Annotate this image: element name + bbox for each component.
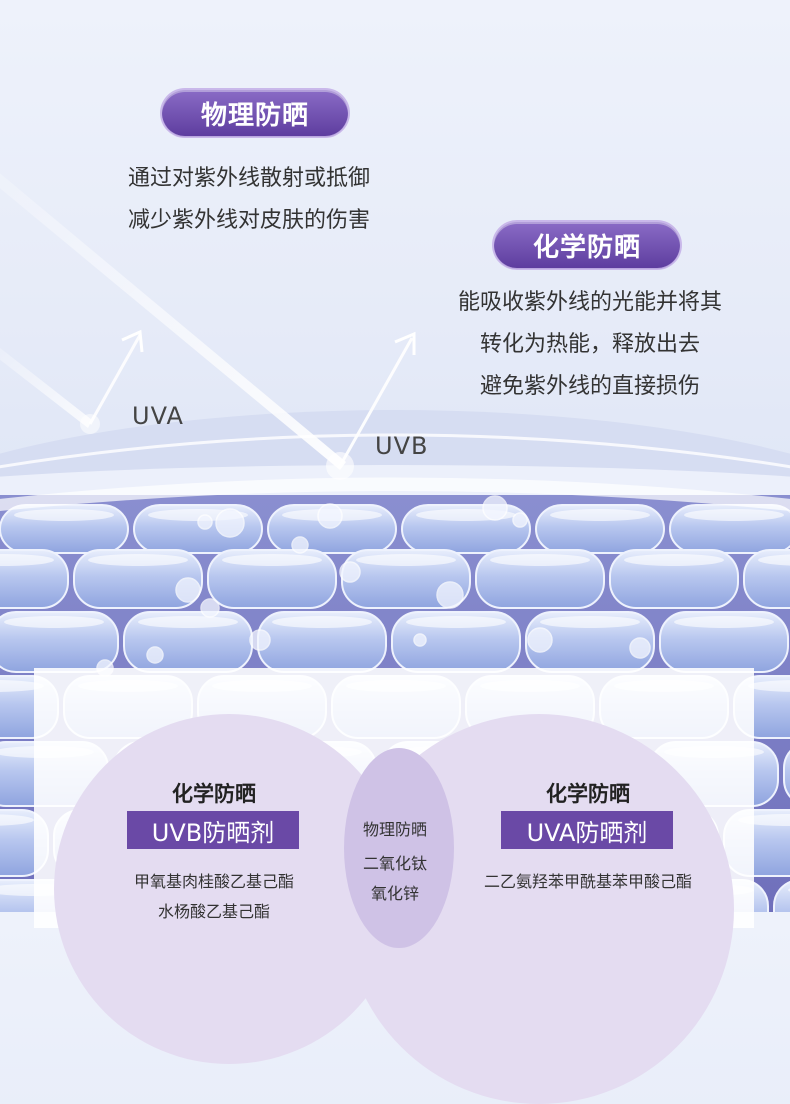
cell-highlight	[272, 616, 372, 628]
left-item-2: 水杨酸乙基己酯	[157, 902, 270, 921]
bubble	[482, 495, 508, 521]
cell-highlight	[88, 554, 188, 566]
bubble	[200, 598, 220, 618]
bubble	[197, 514, 213, 530]
cell-highlight	[0, 554, 54, 566]
venn-panel: 化学防晒 UVB防晒剂 甲氧基肉桂酸乙基己酯 水杨酸乙基己酯 物理防晒 二氧化钛…	[34, 668, 754, 1104]
chemical-description: 能吸收紫外线的光能并将其 转化为热能，释放出去 避免紫外线的直接损伤	[440, 282, 740, 408]
venn-overlap	[344, 748, 454, 948]
bubble	[146, 646, 164, 664]
bubble	[317, 503, 343, 529]
cell-highlight	[674, 616, 774, 628]
cell-highlight	[490, 554, 590, 566]
physical-line-2: 减少紫外线对皮肤的伤害	[128, 208, 371, 233]
chemical-line-3: 避免紫外线的直接损伤	[479, 374, 700, 399]
chemical-pill-label: 化学防晒	[532, 232, 641, 263]
bubble	[249, 629, 271, 651]
physical-line-1: 通过对紫外线散射或抵御	[128, 166, 371, 191]
cell-highlight	[4, 616, 104, 628]
bubble	[436, 581, 464, 609]
left-item-1: 甲氧基肉桂酸乙基己酯	[133, 872, 294, 891]
bubble	[175, 577, 201, 603]
cell-highlight	[356, 554, 456, 566]
bubble	[215, 508, 245, 538]
right-item-1: 二乙氨羟苯甲酰基苯甲酸己酯	[483, 872, 692, 891]
physical-description: 通过对紫外线散射或抵御 减少紫外线对皮肤的伤害	[128, 158, 370, 242]
cell-highlight	[138, 616, 238, 628]
cell-highlight	[0, 680, 44, 692]
chemical-sunscreen-pill: 化学防晒	[494, 222, 680, 268]
middle-item-2: 二氧化钛	[362, 854, 427, 873]
physical-sunscreen-pill: 物理防晒	[162, 90, 348, 136]
light-rays	[0, 173, 416, 480]
right-badge: UVA防晒剂	[501, 811, 673, 849]
cell-highlight	[624, 554, 724, 566]
cell-highlight	[748, 680, 790, 692]
cell-highlight	[0, 814, 34, 826]
right-title: 化学防晒	[546, 782, 630, 806]
chemical-line-1: 能吸收紫外线的光能并将其	[457, 290, 722, 315]
cell-highlight	[550, 509, 650, 521]
bubble	[512, 512, 528, 528]
left-title: 化学防晒	[172, 782, 256, 806]
bubble	[629, 637, 651, 659]
uva-label: UVA	[132, 402, 184, 430]
middle-item-3: 氧化锌	[370, 884, 419, 903]
bubble	[339, 561, 361, 583]
bubble	[527, 627, 553, 653]
physical-pill-label: 物理防晒	[200, 100, 309, 131]
cell-highlight	[540, 616, 640, 628]
cell-highlight	[684, 509, 784, 521]
cell-highlight	[406, 616, 506, 628]
bubble	[413, 633, 427, 647]
uvb-label: UVB	[375, 432, 429, 460]
cell-highlight	[758, 554, 790, 566]
skin-cell	[783, 749, 790, 799]
cell-highlight	[222, 554, 322, 566]
bubble	[291, 536, 309, 554]
chemical-line-2: 转化为热能，释放出去	[479, 332, 700, 357]
skin-cell	[773, 880, 790, 912]
middle-item-1: 物理防晒	[362, 820, 427, 839]
left-badge: UVB防晒剂	[127, 811, 299, 849]
cell-highlight	[14, 509, 114, 521]
